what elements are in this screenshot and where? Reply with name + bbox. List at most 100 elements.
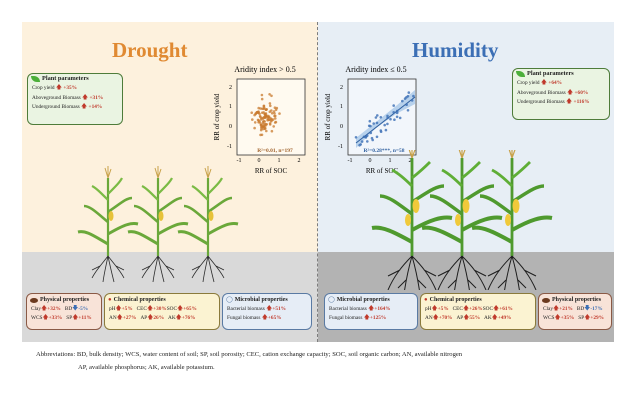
scatter-point (253, 113, 256, 117)
scatter-point (393, 118, 396, 121)
scatter-point (360, 140, 364, 143)
scatter-point (273, 106, 277, 109)
humidity-title: Humidity (412, 38, 499, 62)
scatter-point (251, 118, 254, 121)
scatter-point (257, 111, 260, 114)
panel-divider (317, 22, 318, 342)
humidity-x-axis-label: RR of SOC (366, 167, 399, 175)
scatter-point (270, 111, 274, 115)
scatter-point (401, 99, 404, 103)
plant-param-row: Underground Biomass 🡅 +14% (32, 103, 103, 110)
plant-param-row: Crop yield 🡅 +64% (517, 80, 562, 87)
scatter-point (270, 129, 274, 133)
scatter-point (268, 110, 272, 113)
x-tick: 1 (278, 158, 281, 164)
scatter-point (392, 104, 395, 107)
chemistry-icon: ● (424, 297, 428, 303)
scatter-point (386, 116, 389, 120)
increase-arrow-icon: 🡅 (566, 98, 573, 105)
scatter-point (375, 121, 379, 125)
scatter-point (274, 120, 278, 124)
scatter-point (410, 99, 414, 102)
drought-plant (76, 164, 140, 284)
humidity-chemical-properties: ●Chemical properties pH🡅+5%CEC🡅+26%SOC🡅+… (420, 293, 536, 330)
drought-plot-frame (236, 78, 306, 156)
x-tick: 0 (369, 158, 372, 164)
scatter-point (270, 119, 274, 122)
scatter-point (383, 123, 386, 127)
scatter-point (374, 116, 378, 119)
abbreviations-line: Abbreviations: BD, bulk density; WCS, wa… (36, 351, 463, 358)
scatter-point (358, 144, 361, 147)
plant-parameters-heading: Plant parameters (527, 70, 574, 77)
abbreviations-line: AP, available phosphorus; AK, available … (78, 363, 215, 371)
scatter-point (274, 114, 277, 118)
humidity-plant (370, 150, 454, 290)
drought-stat-label: R²=0.01, n=197 (257, 148, 293, 154)
humidity-y-axis-label: RR of crop yield (324, 93, 332, 140)
leaf-icon (516, 71, 525, 78)
scatter-point (260, 97, 264, 101)
scatter-point (274, 108, 278, 111)
humidity-confidence-band (356, 90, 415, 148)
scatter-point (274, 117, 277, 120)
humidity-microbial-properties: ◯Microbial properties Bacterial biomass … (324, 293, 418, 330)
scatter-point (389, 117, 392, 121)
drought-points (250, 93, 281, 137)
y-tick: 0 (340, 124, 343, 130)
scatter-point (379, 116, 383, 119)
scatter-point (372, 122, 375, 125)
increase-arrow-icon: 🡅 (82, 94, 89, 101)
scatter-point (253, 126, 256, 130)
scatter-point (250, 111, 253, 114)
scatter-point (258, 114, 262, 118)
scatter-point (259, 133, 262, 137)
scatter-point (268, 118, 272, 122)
microbe-icon: ◯ (226, 297, 233, 303)
humidity-plant-parameters: Plant parameters Crop yield 🡅 +64% Above… (512, 68, 610, 120)
drought-microbial-properties: ◯Microbial properties Bacterial biomass … (222, 293, 312, 330)
scatter-point (273, 112, 276, 115)
scatter-point (375, 135, 379, 139)
drought-title: Drought (112, 38, 188, 62)
scatter-point (266, 114, 269, 118)
humidity-stat-label: R²=0.28***, n=58 (363, 148, 404, 154)
scatter-point (365, 134, 369, 138)
scatter-point (253, 121, 257, 124)
scatter-point (412, 94, 415, 98)
plant-parameters-heading: Plant parameters (42, 75, 89, 82)
drought-y-axis-label: RR of crop yield (213, 93, 221, 140)
scatter-point (259, 107, 262, 110)
x-tick: 0 (258, 158, 261, 164)
y-tick: 1 (340, 104, 343, 110)
scatter-point (278, 112, 281, 115)
plant-param-row: Aboveground Biomass 🡅 +60% (517, 89, 589, 96)
scatter-point (259, 122, 262, 125)
increase-arrow-icon: 🡅 (81, 103, 88, 110)
scatter-point (406, 109, 410, 112)
scatter-point (264, 113, 267, 117)
scatter-point (369, 131, 373, 135)
scatter-point (256, 118, 260, 122)
scatter-point (259, 128, 263, 132)
scatter-point (384, 128, 388, 132)
microbe-icon: ◯ (328, 297, 335, 303)
plant-param-row: Crop yield 🡅 +35% (32, 85, 77, 92)
scatter-point (379, 129, 383, 132)
y-tick: 2 (229, 85, 232, 91)
scatter-point (398, 116, 402, 120)
scatter-point (405, 103, 408, 106)
drought-x-axis-label: RR of SOC (255, 167, 288, 175)
scatter-point (354, 136, 358, 139)
scatter-point (407, 91, 411, 94)
scatter-point (368, 119, 372, 123)
scatter-point (263, 106, 266, 110)
scatter-point (369, 124, 372, 128)
scatter-point (366, 140, 369, 143)
scatter-point (406, 94, 410, 98)
scatter-point (268, 102, 272, 105)
x-tick: 2 (409, 158, 412, 164)
scatter-point (272, 110, 276, 113)
scatter-point (262, 119, 265, 123)
crop-illustration (76, 150, 554, 290)
